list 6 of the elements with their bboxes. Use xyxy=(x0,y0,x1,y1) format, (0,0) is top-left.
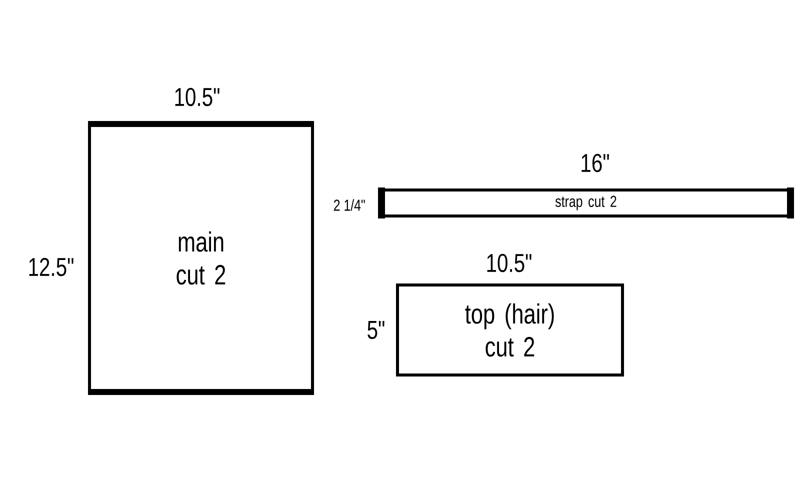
dimension-label: 5" xyxy=(368,320,384,340)
pattern-piece: strap cut 2 xyxy=(378,188,794,218)
dimension-label: 2 1/4" xyxy=(334,199,365,211)
pattern-piece: top (hair) cut 2 xyxy=(396,284,624,376)
pattern-piece: main cut 2 xyxy=(88,121,314,395)
dimension-label: 10.5" xyxy=(487,254,532,272)
